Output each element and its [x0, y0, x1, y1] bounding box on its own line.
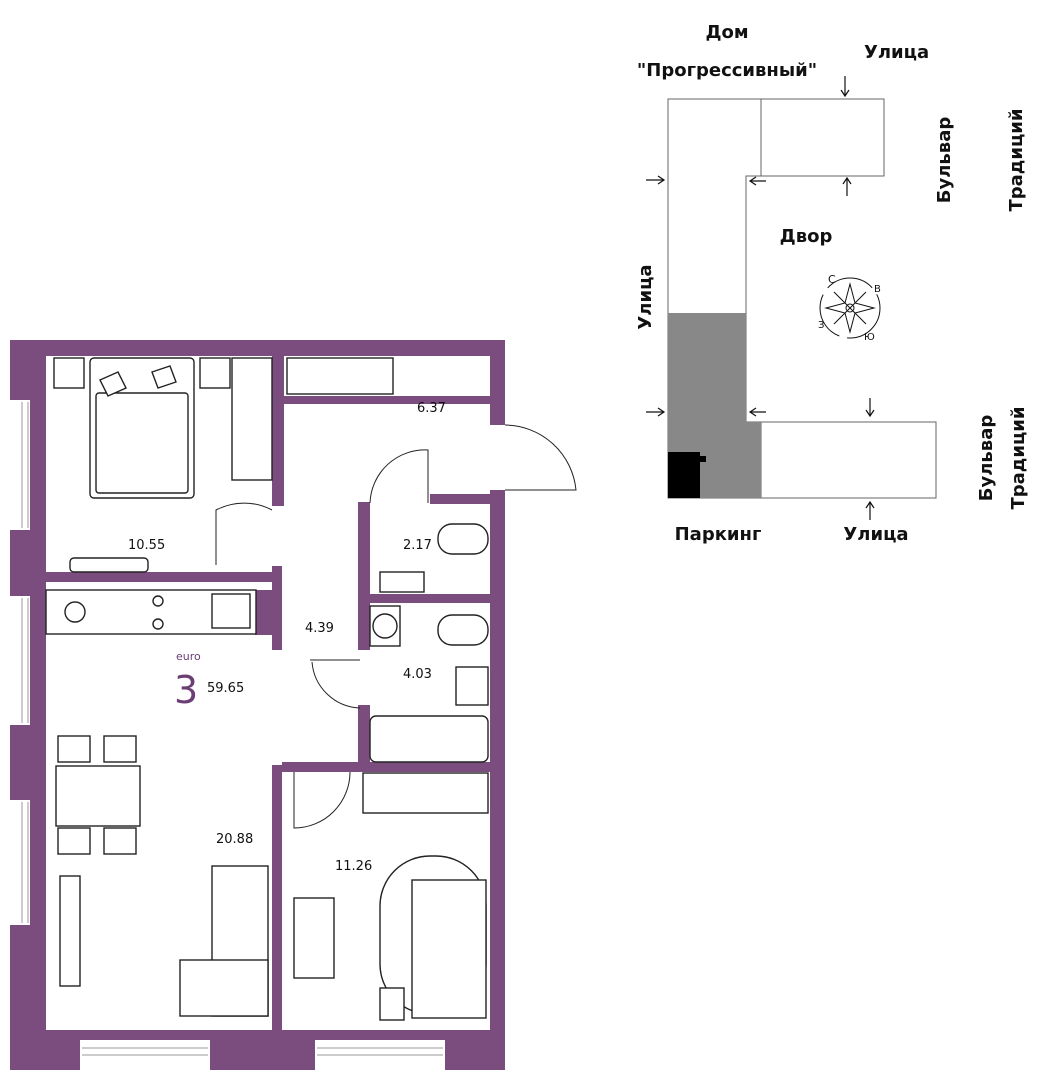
- courtyard-building: [668, 313, 761, 498]
- boulevard-top-line2: Традиций: [1006, 108, 1027, 211]
- furniture: [45, 357, 489, 1021]
- site-plan: С В Ю З Дом "Прогрессивный" Улица Двор П…: [635, 22, 1029, 545]
- doors: [215, 424, 577, 829]
- total-area: 59.65: [207, 681, 244, 696]
- area-label-hall: 4.39: [305, 621, 334, 636]
- apartment-type-label: euro: [176, 650, 201, 663]
- area-label-living-kitchen: 20.88: [216, 832, 253, 847]
- walls: [10, 340, 505, 1070]
- compass-north: С: [828, 273, 836, 286]
- compass-south: Ю: [864, 332, 875, 343]
- street-left: Улица: [635, 264, 656, 329]
- area-label-bedroom: 10.55: [128, 538, 165, 553]
- boulevard-top-line1: Бульвар: [934, 117, 955, 204]
- area-label-second-bedroom: 11.26: [335, 859, 372, 874]
- street-top: Улица: [864, 42, 929, 63]
- courtyard-label: Двор: [780, 226, 833, 247]
- boulevard-bottom-line2: Традиций: [1008, 406, 1029, 509]
- boulevard-bottom-line1: Бульвар: [976, 415, 997, 502]
- house-name-line1: Дом: [705, 22, 748, 43]
- area-label-wc: 2.17: [403, 538, 432, 553]
- windows: [21, 402, 443, 1056]
- apartment-plan: 10.55 6.37 2.17 4.39 4.03 20.88 11.26 eu…: [10, 340, 577, 1070]
- parking-marker: [668, 452, 706, 498]
- area-label-balcony: 6.37: [417, 401, 446, 416]
- compass-east: В: [874, 284, 881, 295]
- house-name-line2: "Прогрессивный": [637, 60, 817, 81]
- compass-west: З: [818, 320, 824, 331]
- area-label-bathroom: 4.03: [403, 667, 432, 682]
- street-bottom: Улица: [843, 524, 908, 545]
- entrance-arrows: [646, 76, 875, 520]
- compass-icon: [819, 277, 881, 339]
- parking-label: Паркинг: [675, 524, 762, 545]
- room-count: 3: [174, 668, 198, 712]
